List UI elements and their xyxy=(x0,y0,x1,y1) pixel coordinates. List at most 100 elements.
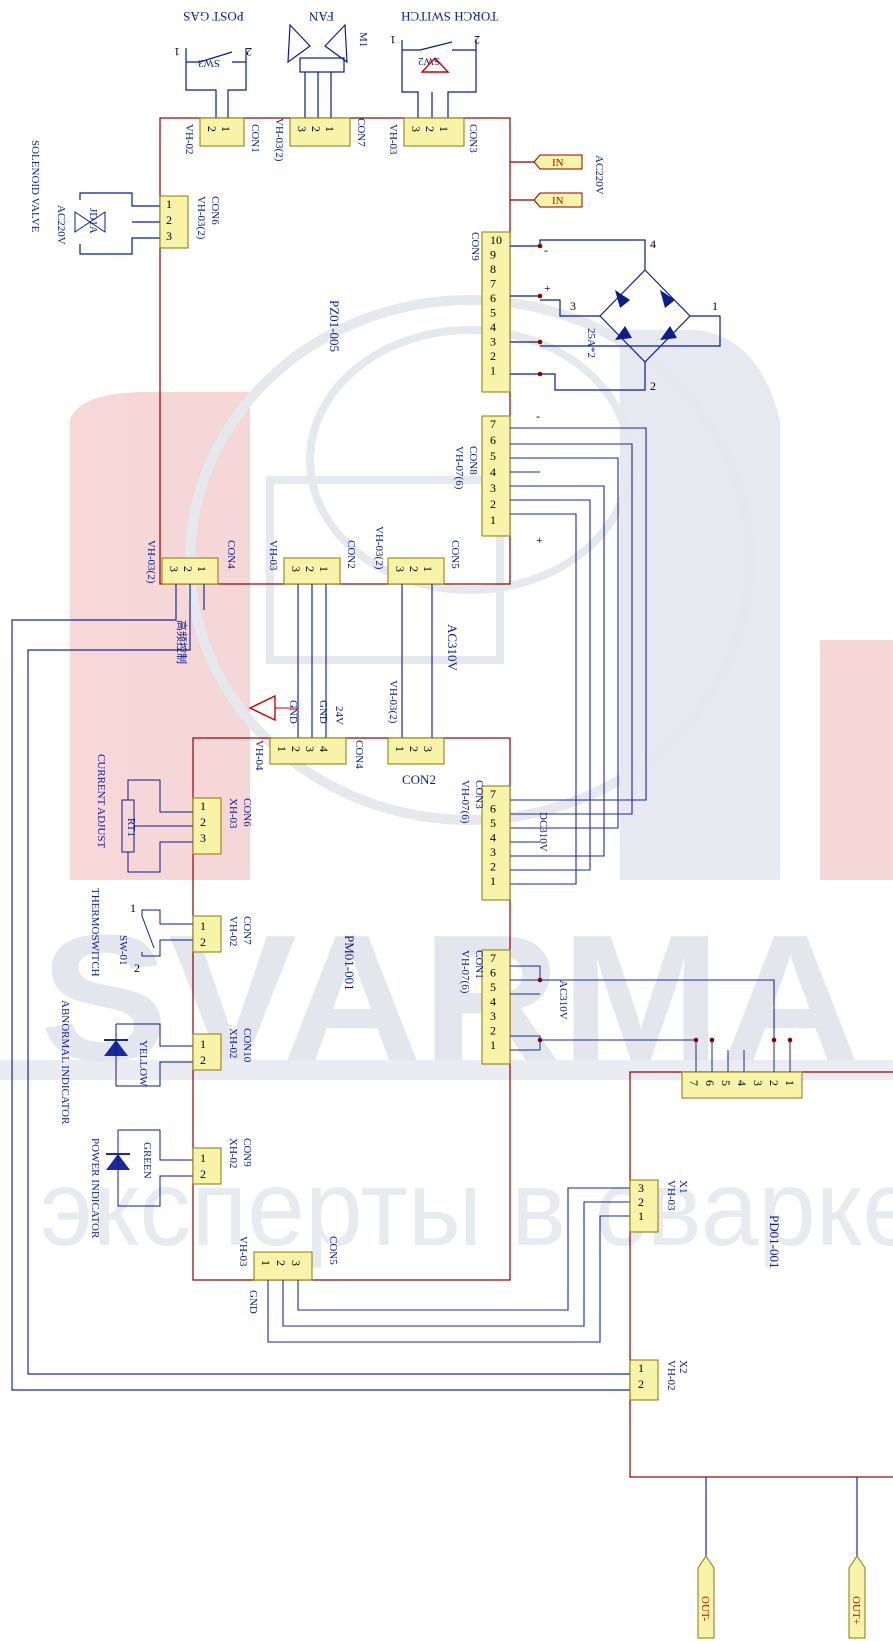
pz-con3: CON3 VH-03 xyxy=(387,117,479,155)
pin-number: 1 xyxy=(437,126,451,132)
watermark-tagline: эксперты в сварке xyxy=(40,1147,893,1268)
pin-number: 1 xyxy=(490,874,496,888)
solenoid-valve: SOLENOID VALVE AC220V JD1A xyxy=(29,140,160,255)
svg-text:THERMOSWITCH: THERMOSWITCH xyxy=(89,888,101,977)
svg-text:2: 2 xyxy=(246,45,252,59)
pm-con7: CON7 VH-02 xyxy=(192,915,253,953)
pin-number: 2 xyxy=(638,1377,644,1391)
dc310v-wiring xyxy=(510,427,647,885)
svg-text:2: 2 xyxy=(650,379,656,393)
pd-top-connector xyxy=(681,1037,803,1099)
svg-text:XH-02: XH-02 xyxy=(227,1028,239,1059)
pin-number: 2 xyxy=(407,566,421,572)
svg-text:POWER INDICATOR: POWER INDICATOR xyxy=(89,1138,101,1239)
pin-number: 1 xyxy=(219,126,233,132)
svg-text:1: 1 xyxy=(130,901,136,915)
pz-con5: CON5 VH-03(2) xyxy=(373,526,461,585)
pin-number: 1 xyxy=(323,126,337,132)
abnormal-indicator-led: ABNORMAL INDICATOR YELLOW xyxy=(59,1000,193,1125)
svg-text:GND: GND xyxy=(317,700,329,724)
pin-number: 9 xyxy=(490,248,496,262)
board-pd01 xyxy=(629,1071,893,1478)
svg-text:+: + xyxy=(536,533,543,547)
svg-text:ABNORMAL INDICATOR: ABNORMAL INDICATOR xyxy=(59,1000,71,1125)
svg-text:VH-03(2): VH-03(2) xyxy=(373,526,385,570)
pin-number: 1 xyxy=(200,799,206,813)
pm-con4: CON4 VH-04 xyxy=(253,737,365,771)
pz-con7: CON7 VH-03(2) xyxy=(273,117,367,162)
svg-text:VH-03(2): VH-03(2) xyxy=(195,196,207,240)
bridge-rectifier: 4 3 1 2 + - - 25A*2 xyxy=(510,237,721,423)
svg-text:DC310V: DC310V xyxy=(537,812,549,852)
svg-text:CON2: CON2 xyxy=(402,772,436,787)
svg-text:TORCH SWITCH: TORCH SWITCH xyxy=(401,9,498,24)
svg-text:RT1: RT1 xyxy=(125,818,137,837)
pin-number: 3 xyxy=(303,746,317,752)
pz-con2: CON2 VH-03 xyxy=(267,540,357,585)
svg-text:CON10: CON10 xyxy=(241,1028,253,1063)
pin-number: 3 xyxy=(200,831,206,845)
pm-con2: CON2 xyxy=(387,737,445,787)
pin-number: 1 xyxy=(259,1260,273,1266)
svg-text:SW-01: SW-01 xyxy=(117,935,129,966)
svg-text:CON9: CON9 xyxy=(241,1138,253,1167)
svg-text:1: 1 xyxy=(712,299,718,313)
svg-text:IN: IN xyxy=(552,195,564,207)
pin-number: 2 xyxy=(200,815,206,829)
svg-text:CON4: CON4 xyxy=(353,740,365,769)
ground-symbol xyxy=(248,694,298,722)
pin-number: 1 xyxy=(490,513,496,527)
svg-text:CON8: CON8 xyxy=(467,446,479,475)
pin-number: 3 xyxy=(409,126,423,132)
torch-switch: TORCH SWITCH 1 2 SW2 xyxy=(390,9,498,118)
svg-text:SOLENOID VALVE: SOLENOID VALVE xyxy=(29,140,41,233)
pm-con10: CON10 XH-02 xyxy=(192,1028,253,1071)
vh03-2-label: VH-03(2) xyxy=(387,680,399,724)
pin-number: 3 xyxy=(490,845,496,859)
svg-text:AC220V: AC220V xyxy=(55,205,67,245)
pin-number: 7 xyxy=(490,951,496,965)
svg-text:4: 4 xyxy=(650,237,656,251)
pin-number: 1 xyxy=(490,1038,496,1052)
pin-number: 4 xyxy=(735,1080,749,1086)
pin-number: 3 xyxy=(295,126,309,132)
pz-con9: CON9 xyxy=(469,231,511,393)
pin-number: 2 xyxy=(166,213,172,227)
pin-number: 5 xyxy=(490,816,496,830)
pin-number: 3 xyxy=(166,229,172,243)
pin-number: 3 xyxy=(167,566,181,572)
pz-con6: CON6 VH-03(2) xyxy=(159,195,221,249)
power-indicator-led: POWER INDICATOR GREEN xyxy=(89,1129,193,1239)
pin-number: 1 xyxy=(200,1037,206,1051)
svg-text:2: 2 xyxy=(134,961,140,975)
pin-number: 7 xyxy=(687,1080,701,1086)
svg-text:CON3: CON3 xyxy=(473,780,485,809)
svg-text:VH-02: VH-02 xyxy=(183,124,195,155)
pin-number: 1 xyxy=(490,364,496,378)
pm-con9: CON9 XH-02 xyxy=(192,1138,253,1185)
mid-wiring xyxy=(11,584,630,1391)
pz-con8: CON8 VH-07(6) + xyxy=(453,415,543,547)
pin-number: 3 xyxy=(490,1009,496,1023)
svg-text:2: 2 xyxy=(474,33,480,47)
pin-number: 2 xyxy=(289,746,303,752)
pin-number: 1 xyxy=(200,1151,206,1165)
pin-number: 4 xyxy=(490,831,496,845)
pin-number: 5 xyxy=(719,1080,733,1086)
pin-number: 2 xyxy=(274,1260,288,1266)
pin-number: 4 xyxy=(317,746,331,752)
watermark: SVARMA эксперты в сварке xyxy=(0,295,893,1268)
svg-text:CON3: CON3 xyxy=(467,124,479,153)
svg-text:GND: GND xyxy=(287,700,299,724)
pin-number: 2 xyxy=(490,349,496,363)
pin-number: 4 xyxy=(490,465,496,479)
thermoswitch: THERMOSWITCH SW-01 1 2 xyxy=(89,888,193,977)
pin-number: 6 xyxy=(703,1080,717,1086)
pin-number: 2 xyxy=(490,860,496,874)
hf-control-label: 高频控制 xyxy=(175,620,189,664)
pm-con5: CON5 VH-03 GND xyxy=(237,1236,339,1314)
pin-number: 2 xyxy=(638,1195,644,1209)
pin-number: 2 xyxy=(205,126,219,132)
svg-text:VH-02: VH-02 xyxy=(227,916,239,947)
